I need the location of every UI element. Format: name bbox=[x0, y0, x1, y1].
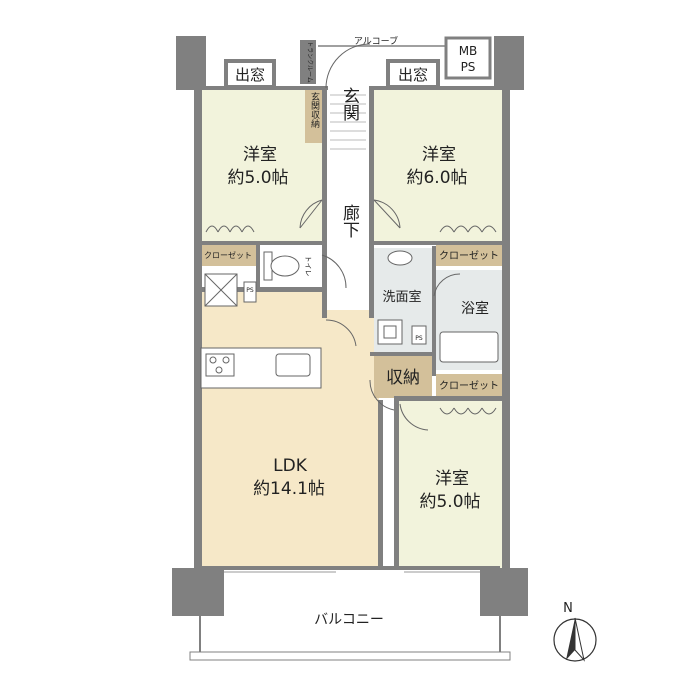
storage-closet-center bbox=[374, 356, 432, 398]
entrance-label: 玄関 bbox=[339, 87, 359, 121]
bay-window-label-ne: 出窓 bbox=[398, 66, 428, 84]
stove bbox=[205, 353, 235, 377]
mb-label: MB bbox=[459, 44, 478, 58]
closet-doors bbox=[205, 225, 497, 415]
toilet-label: トイレ bbox=[304, 256, 312, 277]
room-western-nw bbox=[201, 88, 323, 243]
north-label: N bbox=[563, 601, 573, 616]
balcony bbox=[189, 651, 511, 661]
corridor-area bbox=[326, 160, 370, 310]
balcony-label: バルコニー bbox=[314, 612, 384, 628]
entrance-area bbox=[326, 88, 370, 160]
bathtub bbox=[439, 331, 499, 363]
entrance-storage-label: 玄関収納 bbox=[309, 91, 320, 129]
entrance-door bbox=[325, 43, 371, 89]
washing-machine bbox=[377, 319, 403, 345]
ps-label-wash: PS bbox=[415, 335, 423, 342]
ps-label: PS bbox=[461, 60, 476, 74]
toilet-fixture bbox=[263, 251, 300, 281]
bay-window-nw bbox=[224, 59, 276, 89]
bay-window-label-nw: 出窓 bbox=[235, 66, 265, 84]
room-western-ne bbox=[374, 88, 502, 243]
room-size-ldk: 約14.1帖 bbox=[253, 479, 325, 499]
alcove-label: アルコーブ bbox=[354, 35, 398, 47]
entrance-storage-box bbox=[305, 88, 323, 143]
kitchen-sink bbox=[275, 353, 311, 377]
wash-basin bbox=[387, 250, 413, 266]
room-name-western-nw: 洋室 bbox=[243, 145, 277, 165]
bay-window-ne bbox=[386, 59, 440, 89]
closet-strip-ne bbox=[436, 244, 502, 266]
storage-label: 収納 bbox=[386, 368, 420, 388]
closet-label-ne: クローゼット bbox=[439, 250, 499, 262]
ps-box-wash bbox=[411, 325, 427, 345]
room-name-western-se: 洋室 bbox=[435, 469, 469, 489]
room-size-western-se: 約5.0帖 bbox=[419, 492, 480, 512]
washroom-label: 洗面室 bbox=[382, 289, 421, 305]
room-name-western-ne: 洋室 bbox=[422, 145, 456, 165]
room-size-western-nw: 約5.0帖 bbox=[227, 168, 288, 188]
ps-box-kitchen bbox=[243, 281, 257, 303]
room-size-western-ne: 約6.0帖 bbox=[406, 168, 467, 188]
room-ldk bbox=[201, 290, 379, 570]
closet-label-se: クローゼット bbox=[439, 380, 499, 392]
corridor-label: 廊下 bbox=[339, 204, 360, 238]
room-western-se bbox=[398, 400, 502, 570]
bathroom-label: 浴室 bbox=[461, 300, 489, 317]
entrance-step bbox=[330, 94, 366, 150]
doors bbox=[299, 199, 461, 431]
closet-strip-nw bbox=[201, 244, 256, 266]
mb-ps-box bbox=[444, 36, 492, 80]
closet-strip-se bbox=[436, 374, 502, 396]
room-name-ldk: LDK bbox=[273, 456, 308, 476]
ps-label-kitchen: PS bbox=[246, 287, 254, 294]
trunk-room-label: トランクルーム bbox=[306, 41, 313, 83]
closet-label-nw: クローゼット bbox=[204, 250, 252, 260]
north-arrow-icon bbox=[553, 617, 597, 662]
